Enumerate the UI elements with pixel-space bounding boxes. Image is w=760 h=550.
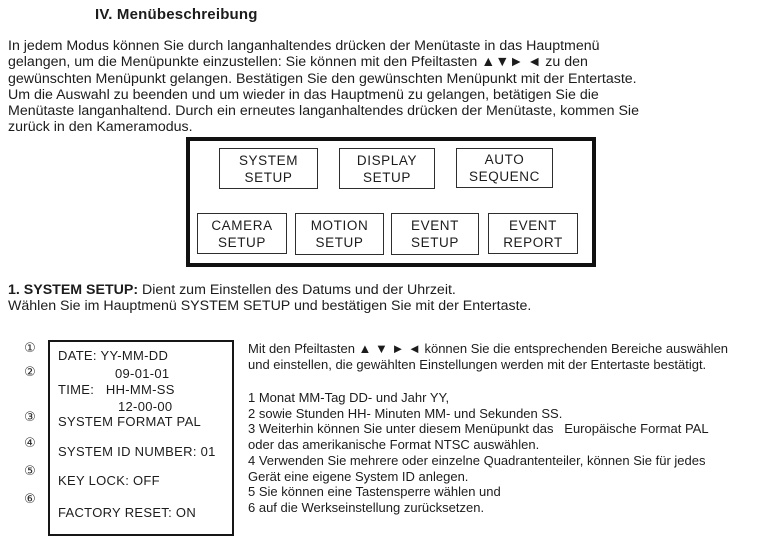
menu-button-event-setup: EVENT SETUP <box>391 213 479 255</box>
date-format-line: DATE: YY-MM-DD <box>58 348 169 363</box>
section-1-heading: 1. SYSTEM SETUP: Dient zum Einstellen de… <box>8 282 456 298</box>
main-menu-diagram: SYSTEM SETUP DISPLAY SETUP AUTO SEQUENC … <box>186 137 596 267</box>
menu-button-label: EVENT SETUP <box>410 218 459 250</box>
details-numbered-items: 1 Monat MM-Tag DD- und Jahr YY, 2 sowie … <box>248 390 709 515</box>
circled-number-3: ③ <box>24 410 36 425</box>
menu-button-system-setup: SYSTEM SETUP <box>219 148 318 189</box>
menu-button-display-setup: DISPLAY SETUP <box>339 148 435 189</box>
circled-number-6: ⑥ <box>24 492 36 507</box>
intro-paragraph: In jedem Modus können Sie durch langanha… <box>8 38 639 136</box>
section-1-heading-bold: 1. SYSTEM SETUP: <box>8 282 139 298</box>
system-format-line: SYSTEM FORMAT PAL <box>58 414 202 429</box>
menu-button-event-report: EVENT REPORT <box>488 213 578 254</box>
section-1-heading-rest: Dient zum Einstellen des Datums und der … <box>138 282 456 298</box>
circled-number-4: ④ <box>24 436 36 451</box>
menu-button-label: SYSTEM SETUP <box>238 152 299 185</box>
circled-number-2: ② <box>24 365 36 380</box>
menu-button-label: AUTO SEQUENC <box>469 152 540 184</box>
circled-number-1: ① <box>24 341 36 356</box>
menu-button-auto-sequenc: AUTO SEQUENC <box>456 148 553 188</box>
key-lock-line: KEY LOCK: OFF <box>58 473 160 488</box>
date-value-line: 09-01-01 <box>115 366 170 381</box>
details-intro: Mit den Pfeiltasten ▲ ▼ ► ◄ können Sie d… <box>248 341 729 372</box>
system-setup-screen: DATE: YY-MM-DD 09-01-01 TIME: HH-MM-SS 1… <box>48 340 234 536</box>
menu-button-label: DISPLAY SETUP <box>356 152 418 185</box>
menu-button-label: CAMERA SETUP <box>211 217 273 250</box>
time-value-line: 12-00-00 <box>118 399 173 414</box>
menu-button-label: EVENT REPORT <box>503 217 563 250</box>
circled-number-5: ⑤ <box>24 464 36 479</box>
menu-button-motion-setup: MOTION SETUP <box>295 213 384 255</box>
time-format-line: TIME: HH-MM-SS <box>58 382 175 397</box>
menu-button-camera-setup: CAMERA SETUP <box>197 213 287 254</box>
factory-reset-line: FACTORY RESET: ON <box>58 505 197 520</box>
page-title: IV. Menübeschreibung <box>95 6 258 23</box>
system-id-line: SYSTEM ID NUMBER: 01 <box>58 444 216 459</box>
menu-button-label: MOTION SETUP <box>310 218 369 250</box>
section-1-line2: Wählen Sie im Hauptmenü SYSTEM SETUP und… <box>8 298 532 314</box>
